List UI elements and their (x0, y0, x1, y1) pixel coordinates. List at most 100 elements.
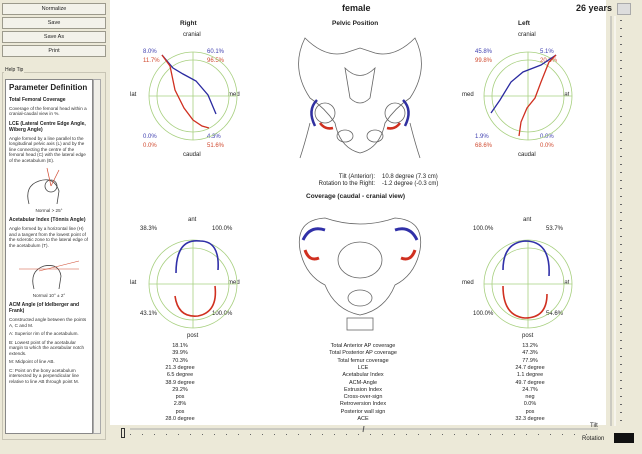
left-coverage-chart (483, 51, 573, 141)
stat-label: Cross-over-sign (343, 394, 383, 401)
value: 11.7% (143, 58, 160, 64)
rotation-indicator (614, 433, 634, 443)
pelvic-position-title: Pelvic Position (332, 20, 379, 27)
value: 100.0% (212, 311, 233, 317)
stat-label: LCE (357, 364, 369, 371)
stat-right-value: 70.3% (172, 357, 188, 364)
tick (620, 308, 622, 309)
tick (620, 372, 622, 373)
right-coverage-chart (148, 51, 238, 141)
help-scrollbar[interactable] (93, 79, 101, 434)
tick (166, 434, 167, 435)
normalize-button[interactable]: Normalize (2, 3, 106, 15)
tick (418, 434, 419, 435)
tick (262, 434, 263, 435)
tick (358, 434, 359, 435)
rotation-slider-thumb[interactable] (121, 428, 125, 438)
tick (466, 434, 467, 435)
save-as-button[interactable]: Save As (2, 31, 106, 43)
tick (514, 434, 515, 435)
tick (620, 228, 622, 229)
value: 5.1% (540, 49, 554, 55)
lat-label: lat (130, 280, 137, 286)
stat-left-value: 13.2% (522, 343, 538, 349)
save-button[interactable]: Save (2, 17, 106, 29)
tick (574, 434, 575, 435)
lat-label: lat (563, 92, 570, 98)
tick (620, 380, 622, 381)
rotation-label: Rotation (582, 436, 605, 442)
tick (620, 276, 622, 277)
tick (620, 412, 622, 413)
tonnis-diagram-icon (19, 260, 80, 290)
pelvis-ap-image (298, 37, 422, 159)
value: 0.0% (143, 143, 157, 149)
tick (620, 396, 622, 397)
help-heading: LCE (Lateral Centre Edge Angle, Wiberg A… (9, 120, 86, 133)
stat-label: Extrusion Index (344, 386, 382, 393)
stat-left-value: 47.3% (522, 350, 538, 357)
tick (620, 220, 622, 221)
rotation-slider[interactable] (118, 426, 606, 438)
tick (620, 44, 622, 45)
right-caudal-chart (148, 239, 238, 329)
print-button[interactable]: Print (2, 45, 106, 57)
tick (620, 316, 622, 317)
help-text-panel[interactable]: Parameter Definition Total Femoral Cover… (5, 79, 93, 434)
stat-left-value: 49.7 degree (515, 379, 545, 386)
med-label: med (228, 280, 240, 286)
value: 100.0% (473, 311, 494, 317)
tick (620, 132, 622, 133)
lat-label: lat (130, 92, 137, 98)
value: 0.0% (143, 134, 157, 140)
tick (286, 434, 287, 435)
tick (620, 28, 622, 29)
help-point: A: Superior rim of the acetabulum. (9, 331, 79, 337)
tick (620, 116, 622, 117)
tick (620, 68, 622, 69)
help-text: Coverage of the femoral head within a cr… (9, 105, 87, 117)
rotation-slider-marker[interactable] (362, 426, 365, 433)
tick (526, 434, 527, 435)
tilt-slider[interactable] (606, 16, 630, 426)
tick (620, 340, 622, 341)
tick (620, 188, 622, 189)
tick (562, 434, 563, 435)
tick (620, 244, 622, 245)
stat-label: Posterior wall sign (340, 408, 386, 415)
tilt-label: Tilt (Anterior): (338, 174, 375, 180)
stat-right-value: 6.5 degree (166, 372, 194, 379)
tilt-value: 10.8 degree (7.3 cm) (382, 174, 438, 180)
tick (620, 124, 622, 125)
tick (620, 172, 622, 173)
tick (406, 434, 407, 435)
stat-right-value: 29.2% (172, 386, 188, 393)
stat-left-value: pos (525, 408, 535, 415)
help-heading: ACM Angle (of Idelberger and Frank) (9, 302, 80, 315)
value: 0.0% (540, 143, 554, 149)
coverage-title: Coverage (caudal - cranial view) (306, 193, 405, 200)
tick (214, 434, 215, 435)
tick (310, 434, 311, 435)
tick (370, 434, 371, 435)
rotation-value: -1.2 degree (-0.3 cm) (382, 181, 439, 187)
value: 38.3% (140, 226, 158, 232)
value: 45.8% (475, 49, 493, 55)
stat-right-value: 38.9 degree (165, 379, 195, 386)
help-heading: Acetabular Index (Tönnis Angle) (9, 217, 86, 224)
tick (478, 434, 479, 435)
caudal-label: caudal (183, 152, 201, 158)
tick (142, 434, 143, 435)
cranial-label: cranial (518, 32, 536, 38)
tick (442, 434, 443, 435)
tick (620, 236, 622, 237)
tick (430, 434, 431, 435)
help-point: M: Midpoint of line AB. (9, 359, 55, 365)
tilt-slider-thumb-top[interactable] (617, 3, 631, 15)
value: 51.6% (207, 143, 225, 149)
tick (620, 356, 622, 357)
value: 96.5% (207, 58, 225, 64)
value: 54.6% (546, 311, 564, 317)
stat-label: Total Anterior AP coverage (330, 343, 396, 349)
tick (620, 212, 622, 213)
